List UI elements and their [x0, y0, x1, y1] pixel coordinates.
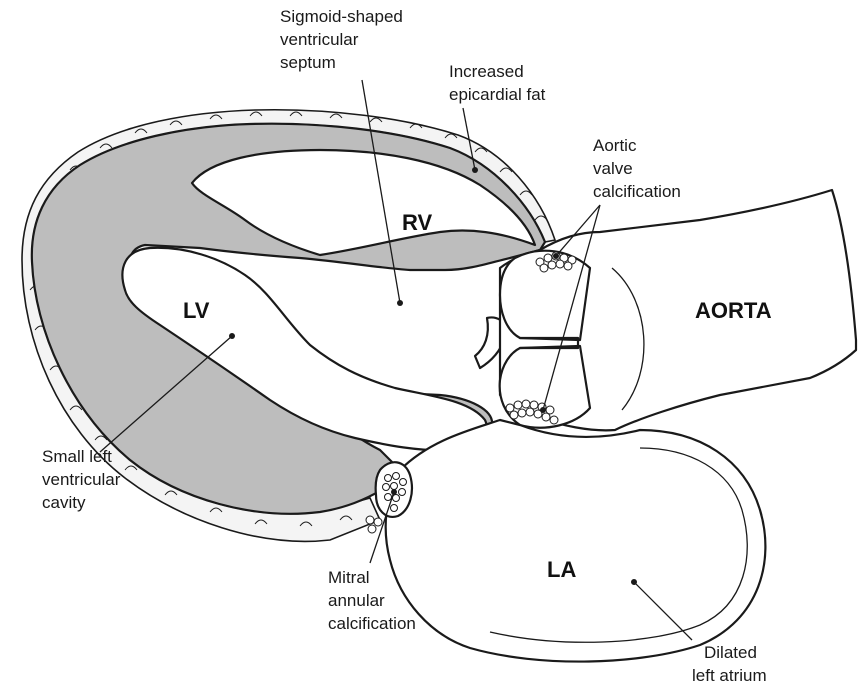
annotation-septum: Sigmoid-shaped ventricular septum [280, 7, 408, 72]
label-aorta: AORTA [695, 298, 772, 323]
label-lv: LV [183, 298, 210, 323]
annotation-aortic-valve: Aortic valve calcification [593, 136, 681, 201]
dot-septum [397, 300, 403, 306]
annotation-small-lv: Small left ventricular cavity [42, 447, 125, 512]
annotation-dilated-la: Dilated left atrium [692, 643, 767, 685]
dot-mitral [391, 489, 397, 495]
label-rv: RV [402, 210, 432, 235]
dot-aortic-upper [553, 253, 559, 259]
annotation-epicardial-fat: Increased epicardial fat [449, 62, 546, 104]
dot-epicardial-fat [472, 167, 478, 173]
dot-small-lv [229, 333, 235, 339]
la-outline [386, 420, 766, 662]
dot-dilated-la [631, 579, 637, 585]
label-la: LA [547, 557, 576, 582]
dot-aortic-lower [540, 407, 546, 413]
